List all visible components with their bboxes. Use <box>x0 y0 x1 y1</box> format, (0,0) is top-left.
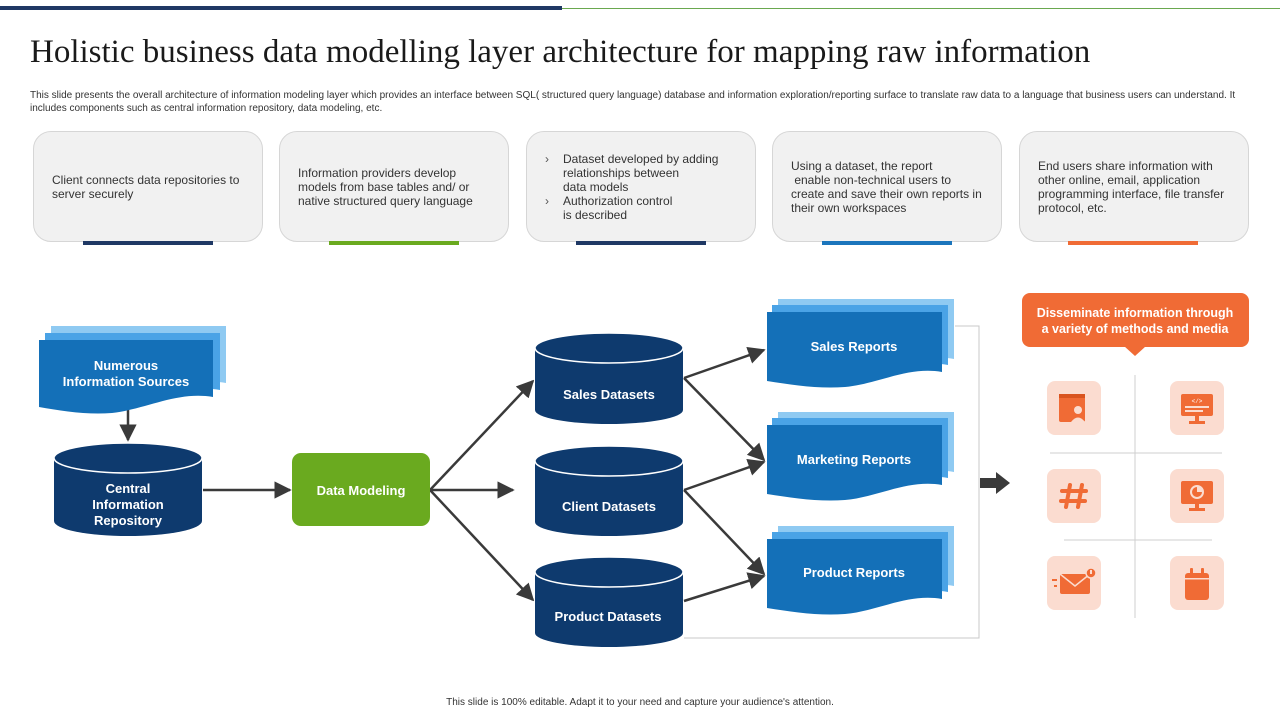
hashtag-icon <box>1059 483 1088 509</box>
card-5-line: other online, email, application <box>1038 172 1201 187</box>
sales-reports-node: Sales Reports <box>767 299 954 388</box>
calendar-icon <box>1185 568 1209 600</box>
client-datasets-node: Client Datasets <box>534 445 684 536</box>
data-modeling-node: Data Modeling <box>292 453 430 526</box>
sources-label: Numerous <box>94 358 158 373</box>
central-repository-node: Central Information Repository <box>53 442 203 536</box>
sales-reports-label: Sales Reports <box>811 339 898 354</box>
disseminate-label: Disseminate information through <box>1037 306 1234 320</box>
disseminate-callout-box <box>1022 293 1249 347</box>
icon-grid: </> <box>1047 375 1224 618</box>
card-5-line: protocol, etc. <box>1038 200 1107 215</box>
description-card-3: Dataset developed by adding relationship… <box>526 131 756 242</box>
connector-arrows <box>119 346 766 603</box>
card-2-line: Information providers develop <box>298 165 457 180</box>
email-notification-icon <box>1052 567 1097 594</box>
product-datasets-cylinder-body <box>535 572 683 647</box>
client-datasets-cylinder-body <box>535 461 683 536</box>
repository-label: Information <box>92 497 164 512</box>
sales-datasets-cylinder-top <box>534 332 684 364</box>
description-card-2: Information providers develop models fro… <box>279 131 509 242</box>
disseminate-callout: Disseminate information through a variet… <box>1022 293 1249 356</box>
card-1-line: server securely <box>52 186 134 201</box>
sales-datasets-node: Sales Datasets <box>534 332 684 424</box>
card-4-line: their own workspaces <box>791 200 907 215</box>
card-3-line: relationships between <box>563 165 680 180</box>
slide-footer: This slide is 100% editable. Adapt it to… <box>446 697 834 708</box>
slide-subtitle: This slide presents the overall architec… <box>30 90 1236 114</box>
description-card-4: Using a dataset, the report enable non-t… <box>772 131 1002 242</box>
card-3-line: data models <box>563 179 629 194</box>
arrow-client-datasets-to-marketing-reports <box>683 458 766 492</box>
repository-cylinder-body <box>54 458 202 536</box>
product-datasets-cylinder-top <box>534 556 684 588</box>
product-reports-label: Product Reports <box>803 565 905 580</box>
card-4-line: create and save their own reports in <box>791 186 982 201</box>
product-datasets-node: Product Datasets <box>534 556 684 647</box>
data-modeling-box <box>292 453 430 526</box>
disseminate-label: a variety of methods and media <box>1042 322 1230 336</box>
user-profile-icon <box>1059 394 1085 422</box>
presentation-monitor-icon <box>1181 481 1213 511</box>
sources-front-sheet <box>39 340 213 414</box>
marketing-reports-node: Marketing Reports <box>767 412 954 501</box>
client-datasets-cylinder-top <box>534 445 684 477</box>
card-3-line: Dataset developed by adding <box>563 151 719 166</box>
card-2-line: native structured query language <box>298 193 473 208</box>
hashtag-icon-tile <box>1047 469 1101 523</box>
card-5-accent-bar <box>1068 241 1198 245</box>
card-3-bullets: Dataset developed by adding relationship… <box>545 152 737 222</box>
top-accent-bar-green <box>562 8 1280 9</box>
sales-reports-front-sheet <box>767 312 942 388</box>
card-3-accent-bar <box>576 241 706 245</box>
reports-bracket-line <box>684 325 980 639</box>
card-1-line: Client connects data repositories to <box>52 172 240 187</box>
top-accent-bar-navy <box>0 6 562 10</box>
data-modeling-label: Data Modeling <box>317 483 406 498</box>
repository-cylinder-top <box>53 442 203 474</box>
card-5-line: programming interface, file transfer <box>1038 186 1225 201</box>
card-2-line: models from base tables and/ or <box>298 179 470 194</box>
slide-title: Holistic business data modelling layer a… <box>30 34 1091 70</box>
sales-datasets-cylinder-body <box>535 348 683 424</box>
marketing-reports-front-sheet <box>767 425 942 501</box>
arrow-sales-datasets-to-sales-reports <box>683 346 766 380</box>
sources-label: Information Sources <box>63 374 189 389</box>
card-3-bullet: Authorization control is described <box>545 193 737 222</box>
card-3-line: Authorization control <box>563 193 673 208</box>
product-datasets-label: Product Datasets <box>555 609 662 624</box>
card-5-line: End users share information with <box>1038 158 1213 173</box>
card-4-accent-bar <box>822 241 952 245</box>
description-card-5: End users share information with other o… <box>1019 131 1249 242</box>
card-1-accent-bar <box>83 241 213 245</box>
product-reports-node: Product Reports <box>767 526 954 615</box>
arrow-client-datasets-to-product-reports <box>683 489 766 576</box>
disseminate-callout-pointer <box>1124 346 1146 356</box>
card-4-line: enable non-technical users to <box>791 172 952 187</box>
card-4-line: Using a dataset, the report <box>791 158 933 173</box>
svg-text:</>: </> <box>1192 398 1203 405</box>
dissemination-arrow <box>980 472 1010 494</box>
card-2-accent-bar <box>329 241 459 245</box>
sales-datasets-label: Sales Datasets <box>563 387 655 402</box>
description-card-1: Client connects data repositories to ser… <box>33 131 263 242</box>
repository-label: Central <box>106 481 151 496</box>
product-reports-front-sheet <box>767 539 942 615</box>
arrow-product-datasets-to-product-reports <box>683 572 766 603</box>
code-monitor-icon: </> <box>1181 394 1213 424</box>
arrow-modeling-to-sales-datasets <box>429 379 535 491</box>
marketing-reports-label: Marketing Reports <box>797 452 911 467</box>
card-3-bullet: Dataset developed by adding relationship… <box>545 151 737 194</box>
card-3-line: is described <box>563 207 628 222</box>
arrow-modeling-to-product-datasets <box>429 489 535 602</box>
information-sources-node: Numerous Information Sources <box>39 326 226 414</box>
client-datasets-label: Client Datasets <box>562 499 656 514</box>
arrow-sales-datasets-to-marketing-reports <box>683 377 766 462</box>
repository-label: Repository <box>94 513 163 528</box>
